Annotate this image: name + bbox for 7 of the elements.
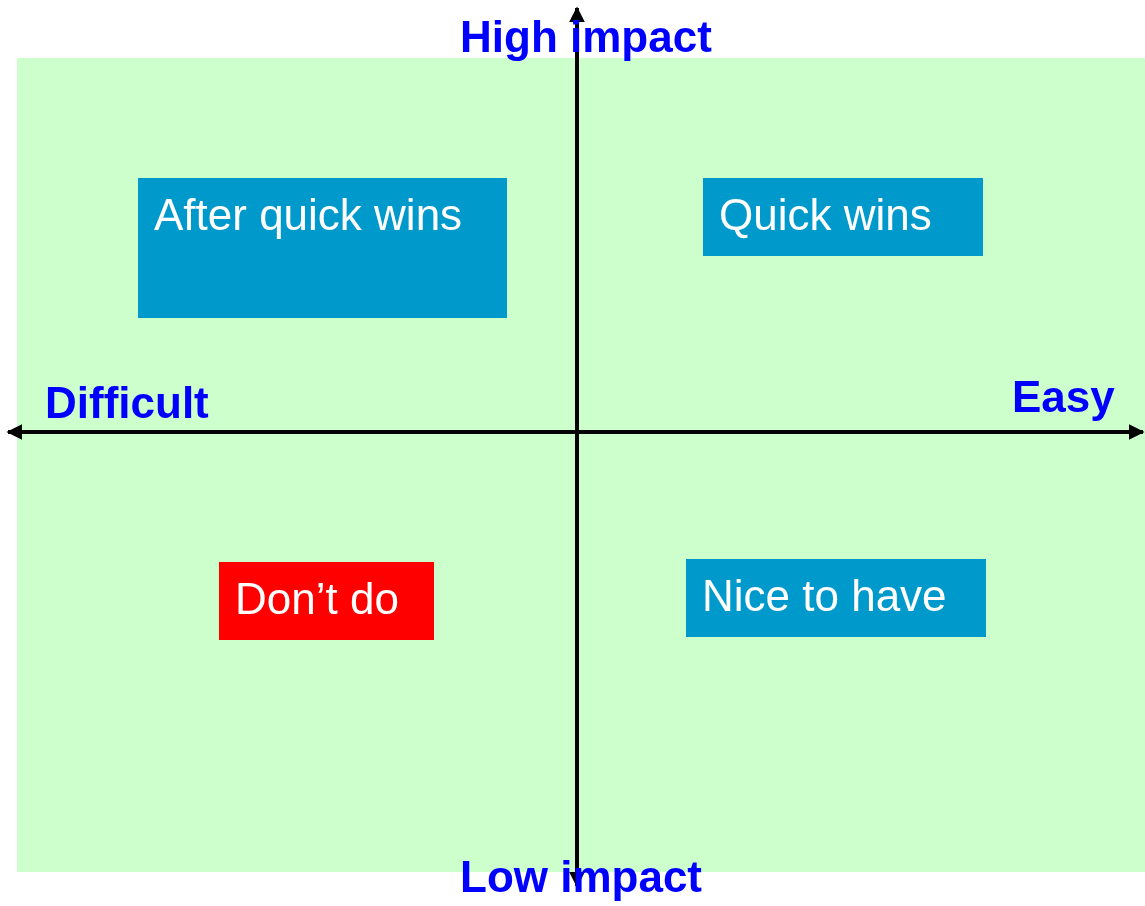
axis-label: Low impact	[460, 852, 703, 902]
quadrant-box: After quick wins	[138, 178, 507, 318]
axis-label: Easy	[1012, 372, 1115, 422]
quadrant-box: Nice to have	[686, 559, 986, 637]
axis-label: Difficult	[45, 378, 209, 428]
quadrant-box: Don’t do	[219, 562, 434, 640]
quadrant-box: Quick wins	[703, 178, 983, 256]
